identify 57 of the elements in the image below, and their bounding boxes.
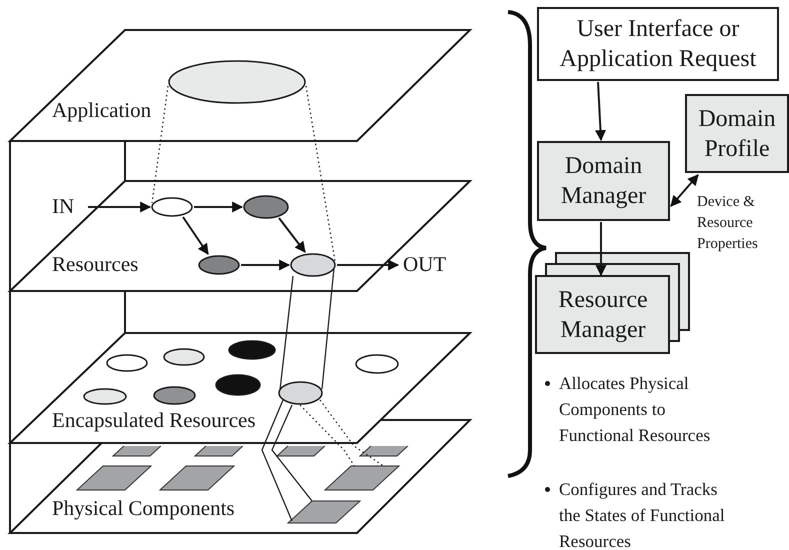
- box-label: Domain Manager: [560, 152, 648, 211]
- box-label: Domain Profile: [697, 104, 777, 164]
- arrow: [278, 217, 306, 253]
- process-box: [537, 141, 670, 221]
- layer-label: Encapsulated Resources: [52, 408, 256, 433]
- arrow: [88, 202, 152, 212]
- connector-line: [271, 404, 312, 502]
- arrow: [595, 82, 606, 142]
- connector-line: [261, 400, 293, 522]
- component-tile: [195, 446, 243, 456]
- ellipse-node: [290, 253, 336, 277]
- arrow: [670, 174, 699, 207]
- box-label: Resource Manager: [557, 286, 649, 345]
- layer-plane: [10, 333, 470, 443]
- dotted-line: [300, 404, 356, 468]
- ellipse-node: [106, 354, 148, 372]
- component-tile: [277, 446, 325, 456]
- stacked-process-box: [535, 252, 690, 354]
- dotted-line: [151, 86, 169, 204]
- dotted-line: [305, 86, 336, 262]
- ellipse-node: [168, 60, 306, 104]
- ellipse-node: [355, 354, 399, 374]
- component-tile: [288, 501, 360, 523]
- layer-plane: [10, 30, 470, 141]
- dotted-line: [320, 400, 386, 468]
- process-box: [685, 94, 789, 173]
- connector-line: [321, 268, 335, 390]
- layer-label: Resources: [52, 252, 138, 277]
- component-tile: [113, 446, 161, 456]
- bullet-point: Allocates Physical Components to Functional Resources: [545, 370, 731, 448]
- component-tile: [360, 446, 408, 456]
- arrow: [194, 202, 244, 212]
- flow-label: IN: [52, 194, 74, 219]
- box-label: User Interface or Application Request: [558, 15, 758, 74]
- arrow: [182, 216, 209, 255]
- ellipse-node: [153, 386, 196, 405]
- layer-label: Application: [52, 98, 152, 123]
- ellipse-node: [163, 348, 205, 366]
- process-box: [537, 7, 779, 81]
- ellipse-node: [278, 381, 323, 405]
- ellipse-node: [215, 374, 261, 396]
- arrow: [337, 260, 400, 270]
- ellipse-node: [83, 388, 127, 405]
- arrow: [596, 222, 606, 276]
- layer-plane: [10, 181, 470, 291]
- ellipse-node: [243, 195, 289, 219]
- component-tile: [77, 466, 151, 490]
- component-tile: [325, 466, 399, 490]
- arrow: [241, 260, 290, 270]
- layer-label: Physical Components: [52, 496, 235, 521]
- ellipse-node: [228, 340, 276, 360]
- ellipse-node: [198, 255, 240, 275]
- flow-label: OUT: [403, 252, 446, 277]
- component-tile: [160, 466, 234, 490]
- connector-line: [279, 276, 294, 390]
- ellipse-node: [151, 197, 193, 217]
- bullet-point: Configures and Tracks the States of Functional Resources: [545, 476, 731, 550]
